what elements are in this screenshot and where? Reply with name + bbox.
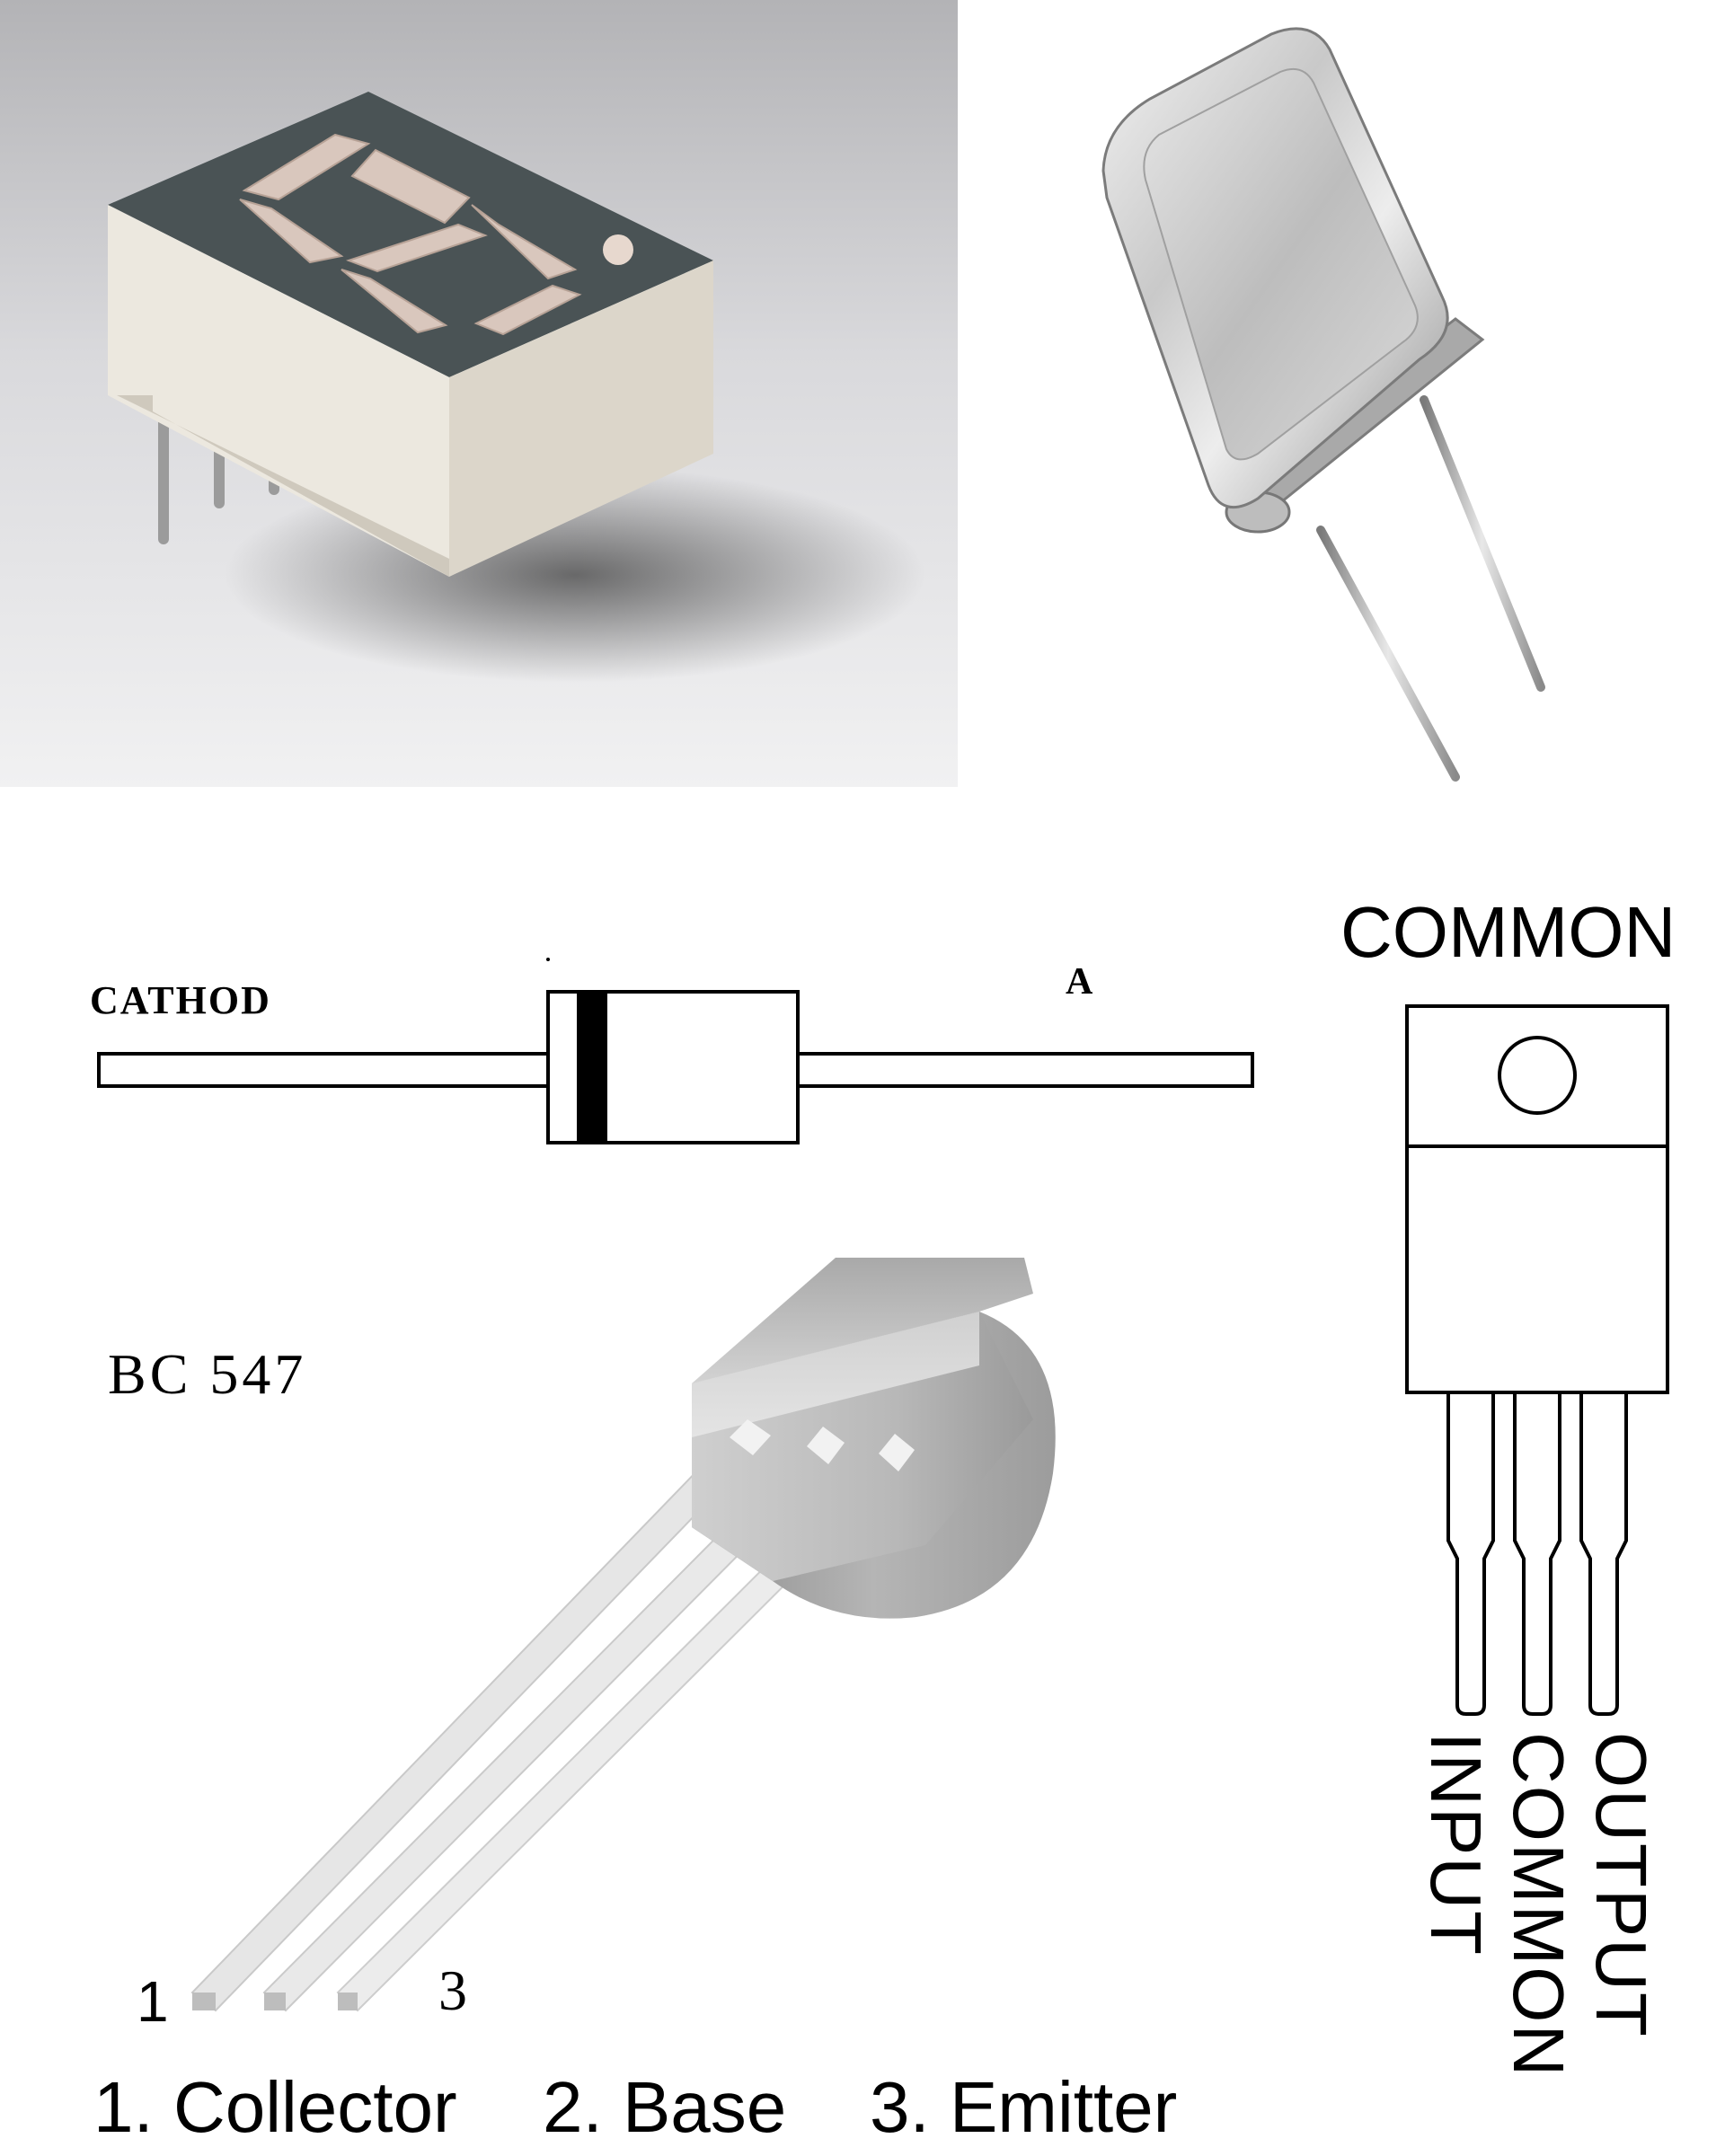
crystal-oscillator xyxy=(1101,27,1545,782)
regulator-pin-output-label: OUTPUT xyxy=(1581,1732,1661,2038)
seven-segment-photo xyxy=(0,0,958,787)
transistor-pin-3-number: 3 xyxy=(438,1958,467,2022)
diode-diagram xyxy=(97,958,1254,1144)
voltage-regulator-diagram xyxy=(1405,1004,1669,1716)
transistor-3d xyxy=(190,1258,1056,2012)
regulator-pin-common-label: COMMON xyxy=(1499,1732,1579,2079)
regulator-pin-input-label: INPUT xyxy=(1416,1732,1496,1957)
diode-anode-label: A xyxy=(1066,961,1093,1003)
transistor-legend-base: 2. Base xyxy=(543,2067,787,2147)
transistor-legend-collector: 1. Collector xyxy=(93,2067,457,2147)
transistor-pin-1-number: 1 xyxy=(137,1969,169,2034)
regulator-top-label: COMMON xyxy=(1340,892,1676,972)
diode-cathode-label: CATHOD xyxy=(90,978,271,1022)
transistor-model-label: BC 547 xyxy=(108,1342,307,1406)
transistor-legend-emitter: 3. Emitter xyxy=(870,2067,1178,2147)
